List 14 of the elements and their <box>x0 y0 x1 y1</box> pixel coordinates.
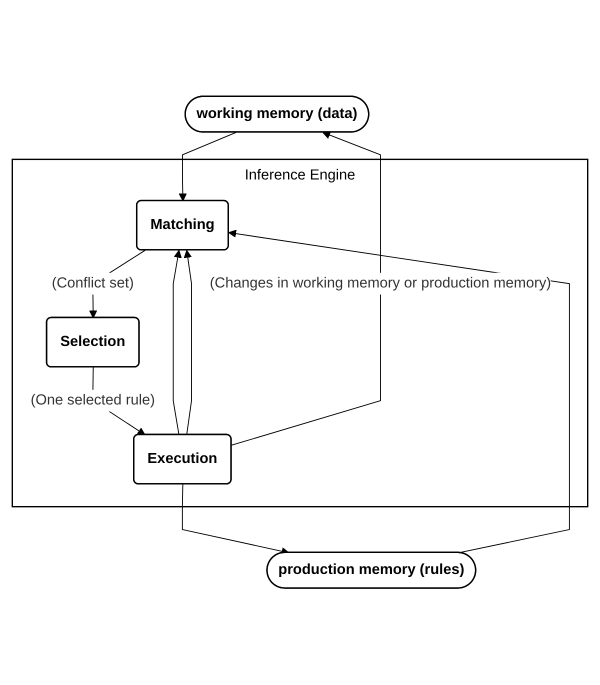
process-box: Execution <box>133 434 232 485</box>
arrow <box>172 250 182 436</box>
process-box: Matching <box>136 200 229 251</box>
process-box: Selection <box>46 317 140 368</box>
edge-label: (Conflict set) <box>52 273 134 295</box>
memory-oval: working memory (data) <box>184 96 370 133</box>
edge-label: (One selected rule) <box>30 390 155 412</box>
arrow <box>228 230 570 554</box>
memory-oval: production memory (rules) <box>266 552 476 590</box>
arrow <box>184 250 192 436</box>
edge-label: (Changes in working memory or production memory) <box>210 273 552 295</box>
arrow <box>231 132 381 446</box>
group-title: Inference Engine <box>244 168 356 184</box>
arrow <box>178 132 236 202</box>
